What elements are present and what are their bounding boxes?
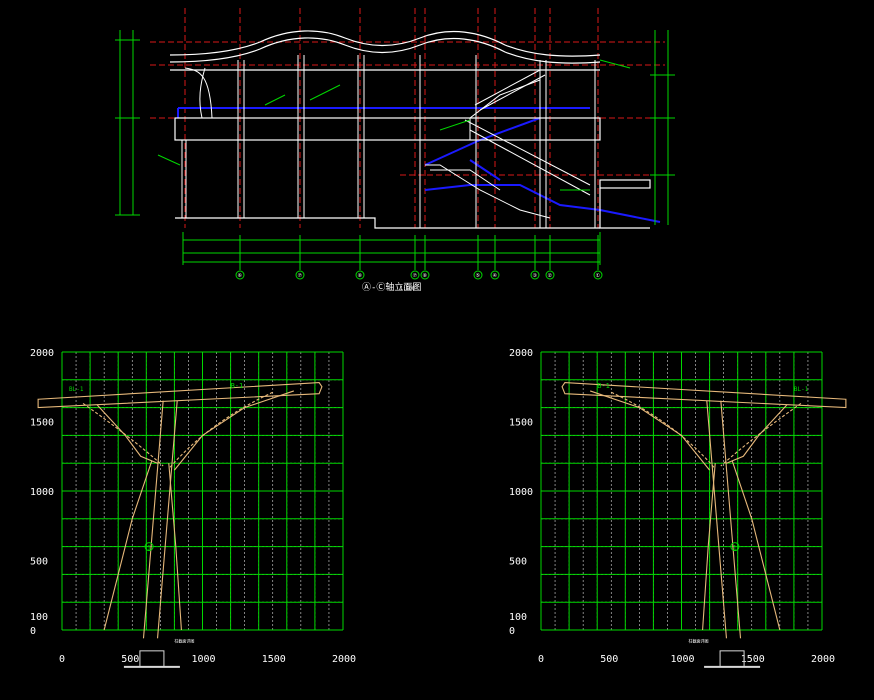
major-grid [61,351,344,631]
axis-bubble-label: ① [596,273,601,279]
y-tick-label: 1000 [509,487,533,498]
column-label: 1 [733,545,737,552]
axis-bubble [410,270,420,280]
x-tick-label: 1500 [741,654,765,665]
x-tick-label: 0 [538,654,544,665]
branch-member [173,390,295,471]
cantilever-beam [37,382,323,409]
branch-member [96,404,158,464]
branch-member [611,391,716,470]
axis-bubble [420,270,430,280]
y-tick-label: 1000 [30,487,54,498]
axis-bubble-label: ④ [493,273,498,279]
axis-bubble-label: ⑦ [413,273,418,279]
column-edge [720,400,742,639]
column-label-bubble [144,542,154,552]
axis-bubble [593,270,603,280]
axis-bubble-label: ⑧ [358,273,363,279]
y-tick-label: 0 [509,626,515,637]
tree-column-structure [561,382,847,639]
x-tick-label: 1000 [671,654,695,665]
branch-member [168,463,182,631]
footing [139,650,165,668]
branch-member [589,390,711,471]
branch-member [168,391,273,470]
axis-bubble [473,270,483,280]
plot-caption: 柱截面详图 [174,638,194,644]
elevation-scale: 1:100 [400,286,415,292]
y-tick-label: 1500 [509,418,533,429]
column-edge [142,400,164,639]
column-edge [706,400,728,639]
x-tick-label: 500 [600,654,618,665]
x-tick-label: 1500 [262,654,286,665]
axis-bubble [355,270,365,280]
branch-member [731,460,781,631]
tree-column-structure [37,382,323,639]
floor-lines [177,107,661,223]
y-tick-label: 100 [509,612,527,623]
y-tick-label: 2000 [509,348,533,359]
axis-bubble-label: ③ [533,273,538,279]
axis-bubble [490,270,500,280]
member-label: B-1 [597,382,610,390]
axis-bubble-label: ⑧ [423,273,428,279]
column-label-bubble [730,542,740,552]
branch-member [720,402,802,467]
cantilever-beam [561,382,847,409]
axis-bubble-label: ② [548,273,553,279]
axis-bubble [545,270,555,280]
columns [181,55,596,228]
branch-member [103,460,153,631]
y-tick-label: 2000 [30,348,54,359]
x-tick-label: 500 [121,654,139,665]
column-label: 1 [147,545,151,552]
axis-bubble [235,270,245,280]
x-tick-label: 2000 [332,654,356,665]
wavy-roof [169,30,601,71]
beam-label: BL-1 [69,386,84,393]
axis-bubble-label: ⑥ [238,273,243,279]
y-tick-label: 1500 [30,418,54,429]
branch-member [702,463,716,631]
y-tick-label: 0 [30,626,36,637]
beam-label: BL-1 [794,386,809,393]
y-tick-label: 500 [30,557,48,568]
axis-bubble [295,270,305,280]
x-tick-label: 2000 [811,654,835,665]
plot-caption: 柱截面详图 [689,638,709,644]
dimension-lines [115,30,675,270]
branch-member [726,404,788,464]
axis-bubble-label: ⑤ [476,273,481,279]
slab [174,117,651,229]
column-edge [156,400,178,639]
y-tick-label: 500 [509,557,527,568]
x-tick-label: 0 [59,654,65,665]
x-tick-label: 1000 [192,654,216,665]
stairs [425,69,591,219]
branch-member [82,402,164,467]
elevation-title: Ⓐ-Ⓒ轴立面图 [362,281,421,293]
axis-bubble-label: ⑦ [298,273,303,279]
member-label: B-1 [231,382,244,390]
axis-bubble [530,270,540,280]
y-tick-label: 100 [30,612,48,623]
